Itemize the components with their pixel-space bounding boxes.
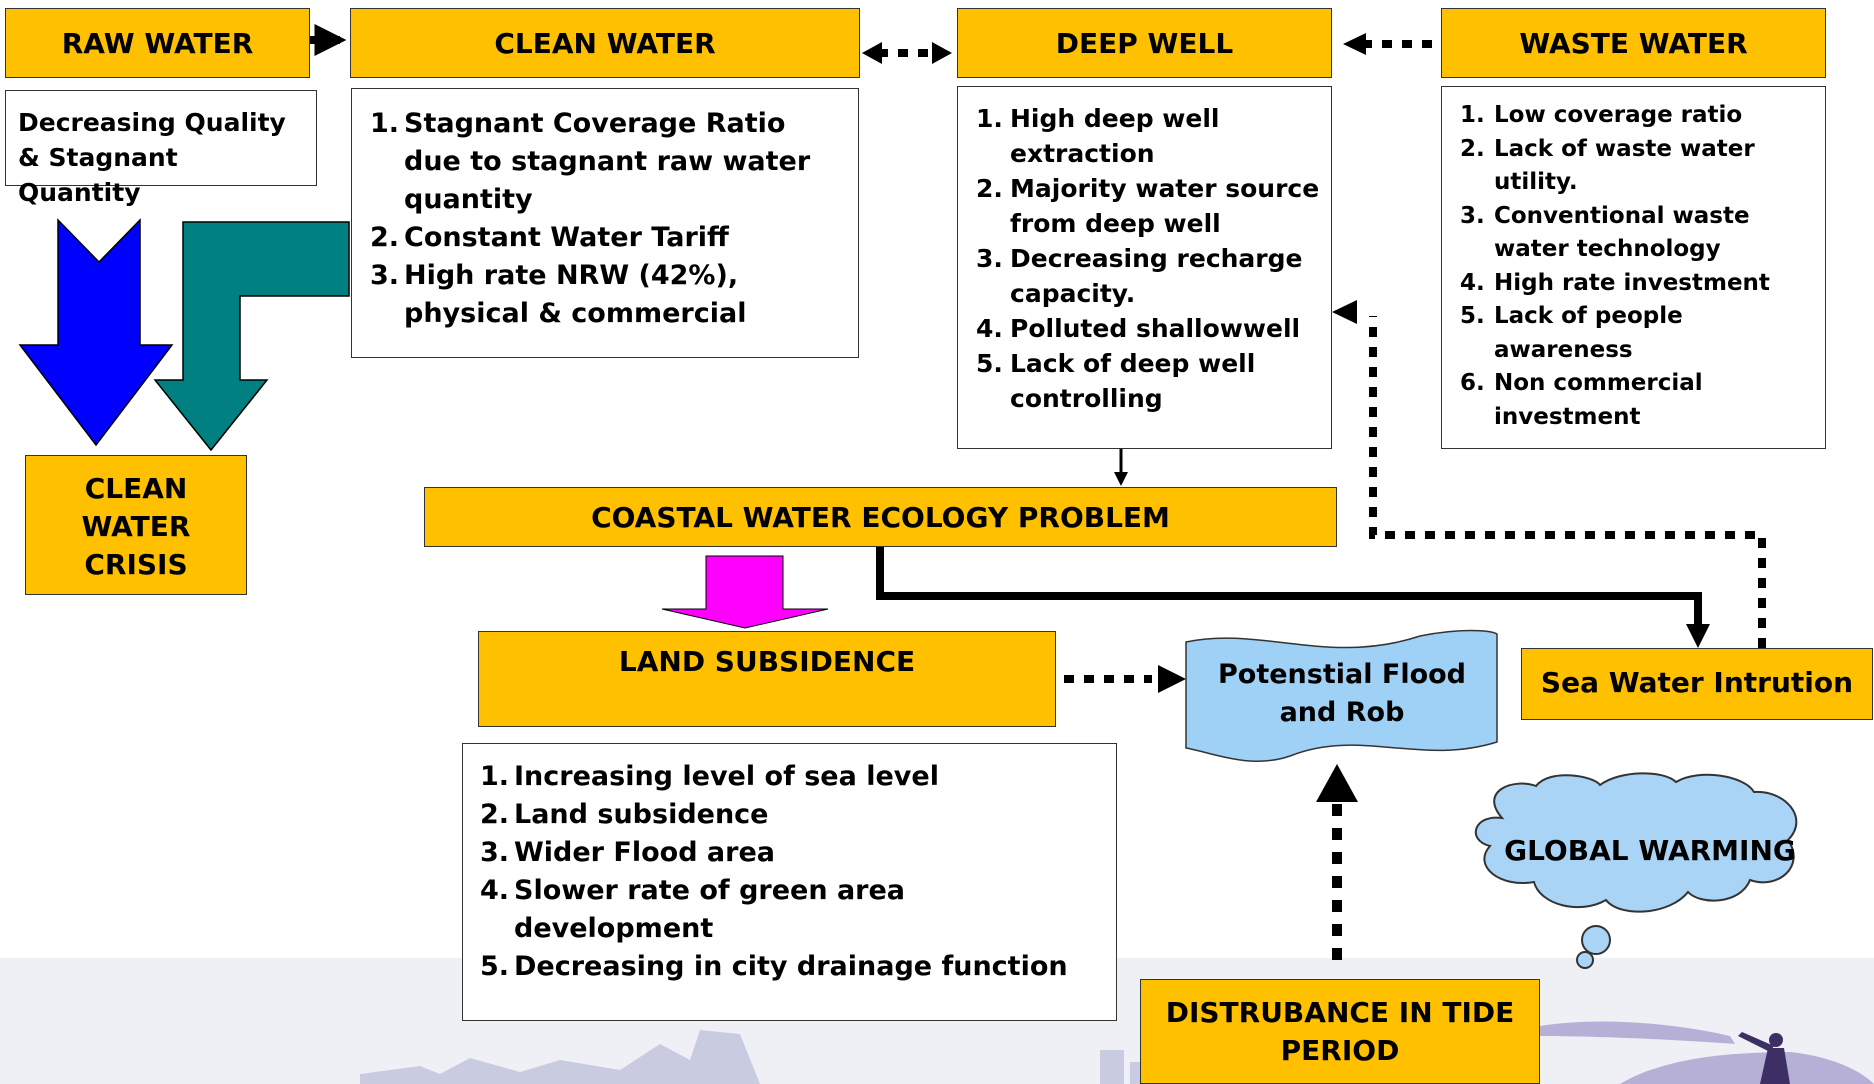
list-item: 4.Polluted shallowwell — [976, 314, 1301, 343]
coastal-to-intrusion-arrow — [876, 547, 1702, 628]
list-item: 3.Decreasing recharge capacity. — [976, 244, 1303, 308]
land-subsidence-box: LAND SUBSIDENCE — [478, 631, 1056, 727]
blue-down-arrow — [18, 218, 174, 447]
list-item: 1.Low coverage ratio — [1460, 102, 1743, 128]
list-item: 2.Constant Water Tariff — [370, 222, 729, 253]
list-item: 4.Slower rate of green area development — [480, 875, 906, 944]
list-item: 1.High deep well extraction — [976, 104, 1220, 168]
clean-water-box: CLEAN WATER — [350, 8, 860, 78]
raw-water-box: RAW WATER — [5, 8, 310, 78]
list-item: 1.Increasing level of sea level — [480, 761, 939, 792]
list-item: 3.Wider Flood area — [480, 837, 775, 868]
raw-water-desc-text: Decreasing Quality & Stagnant Quantity — [18, 108, 286, 207]
tide-disturbance-box: DISTRUBANCE IN TIDE PERIOD — [1140, 979, 1540, 1084]
potential-flood-label: Potenstial Flood and Rob — [1217, 659, 1466, 728]
list-item: 2.Land subsidence — [480, 799, 769, 830]
teal-bent-arrow — [153, 221, 350, 452]
sea-water-intrusion-box: Sea Water Intrution — [1521, 648, 1873, 720]
intrusion-to-deep-dotted-arrow — [1369, 316, 1766, 648]
global-warming-cloud — [1474, 772, 1798, 913]
land-subsidence-label: LAND SUBSIDENCE — [618, 645, 916, 678]
clean-water-crisis-box: CLEAN WATER CRISIS — [25, 455, 247, 595]
list-item: 4.High rate investment — [1460, 269, 1770, 296]
deep-well-issues: 1.High deep well extraction 2.Majority w… — [957, 86, 1332, 449]
list-item: 5.Lack of deep well controlling — [976, 349, 1256, 413]
raw-water-description: Decreasing Quality & Stagnant Quantity — [5, 90, 317, 207]
list-item: 3.High rate NRW (42%), physical & commer… — [370, 260, 747, 329]
list-item: 5.Decreasing in city drainage function — [480, 951, 1068, 982]
sea-water-intrusion-label: Sea Water Intrution — [1540, 666, 1854, 699]
magenta-down-arrow — [661, 555, 829, 629]
list-item: 2.Lack of waste water utility. — [1460, 135, 1755, 196]
tide-disturbance-label: DISTRUBANCE IN TIDE PERIOD — [1165, 996, 1515, 1067]
list-item: 3.Conventional waste water technology — [1460, 202, 1750, 263]
clean-water-issues: 1.Stagnant Coverage Ratio due to stagnan… — [351, 88, 859, 358]
clean-water-label: CLEAN WATER — [494, 27, 716, 60]
list-item: 2.Majority water source from deep well — [976, 174, 1320, 238]
waste-water-issues: 1.Low coverage ratio 2.Lack of waste wat… — [1441, 86, 1826, 449]
land-subsidence-issues: 1.Increasing level of sea level 2.Land s… — [462, 743, 1117, 1021]
waste-water-label: WASTE WATER — [1519, 27, 1748, 60]
list-item: 6.Non commercial investment — [1460, 370, 1703, 430]
flood-shape — [1185, 629, 1498, 762]
deep-well-label: DEEP WELL — [1055, 27, 1234, 60]
list-item: 5.Lack of people awareness — [1460, 303, 1683, 363]
deep-well-box: DEEP WELL — [957, 8, 1332, 78]
list-item: 1.Stagnant Coverage Ratio due to stagnan… — [370, 108, 811, 215]
waste-water-box: WASTE WATER — [1441, 8, 1826, 78]
coastal-problem-label: COASTAL WATER ECOLOGY PROBLEM — [591, 501, 1170, 534]
raw-water-label: RAW WATER — [61, 27, 254, 60]
coastal-problem-box: COASTAL WATER ECOLOGY PROBLEM — [424, 487, 1337, 547]
global-warming-label: GLOBAL WARMING — [1504, 834, 1796, 867]
clean-water-crisis-label: CLEAN WATER CRISIS — [81, 472, 191, 581]
